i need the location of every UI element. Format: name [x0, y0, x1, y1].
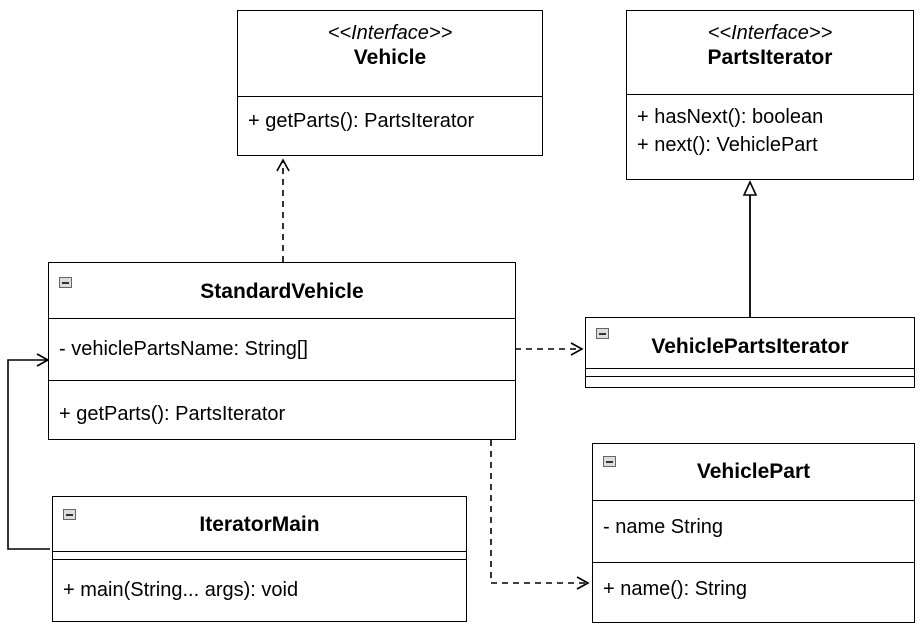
class-vehicle-part[interactable]: VehiclePart - name String + name(): Stri… [592, 443, 915, 623]
stereotype-label: <<Interface>> [327, 22, 453, 44]
class-name: Vehicle [353, 46, 427, 69]
collapse-icon[interactable] [596, 328, 609, 339]
class-iterator-main[interactable]: IteratorMain + main(String... args): voi… [52, 496, 467, 622]
method-item: + next(): VehiclePart [637, 134, 818, 156]
class-name: VehiclePartsIterator [651, 335, 849, 358]
methods-section: + main(String... args): void [53, 559, 466, 604]
class-name: PartsIterator [707, 46, 833, 69]
edge-standardvehicle-uses-vehiclepart [490, 440, 590, 590]
methods-section: + getParts(): PartsIterator [238, 96, 542, 135]
attributes-section [53, 551, 466, 559]
method-item: + getParts(): PartsIterator [59, 403, 286, 425]
method-item: + name(): String [603, 578, 747, 600]
class-vehicle[interactable]: <<Interface>> Vehicle + getParts(): Part… [237, 10, 543, 156]
methods-section: + hasNext(): boolean + next(): VehiclePa… [627, 94, 913, 159]
methods-section: + getParts(): PartsIterator [49, 380, 515, 428]
methods-section: + name(): String [593, 562, 914, 603]
class-standard-vehicle[interactable]: StandardVehicle - vehiclePartsName: Stri… [48, 262, 516, 440]
method-item: + main(String... args): void [63, 579, 299, 601]
stereotype-label: <<Interface>> [707, 22, 833, 44]
attribute-item: - vehiclePartsName: String[] [59, 338, 308, 360]
attribute-item: - name String [603, 516, 724, 538]
collapse-icon[interactable] [63, 509, 76, 520]
class-name: StandardVehicle [200, 280, 364, 303]
class-name: IteratorMain [199, 513, 320, 536]
edge-iteratormain-uses-standardvehicle [7, 353, 50, 550]
attributes-section: - name String [593, 500, 914, 562]
attributes-section [586, 368, 914, 376]
methods-section [586, 376, 914, 384]
class-vehicle-parts-iterator[interactable]: VehiclePartsIterator [585, 317, 915, 388]
method-item: + hasNext(): boolean [637, 106, 824, 128]
collapse-icon[interactable] [603, 456, 616, 467]
collapse-icon[interactable] [59, 277, 72, 288]
class-name: VehiclePart [696, 460, 811, 483]
method-item: + getParts(): PartsIterator [248, 110, 475, 132]
attributes-section: - vehiclePartsName: String[] [49, 318, 515, 380]
class-parts-iterator[interactable]: <<Interface>> PartsIterator + hasNext():… [626, 10, 914, 180]
